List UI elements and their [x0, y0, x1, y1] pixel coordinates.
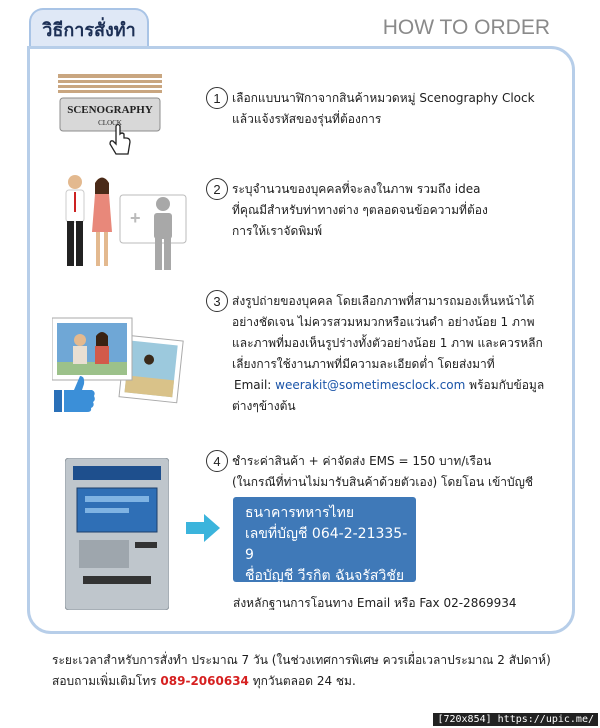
step-line: เลี่ยงการใช้งานภาพที่มีความละเอียดต่ำ โด…: [232, 357, 495, 371]
phone-number[interactable]: 089-2060634: [160, 674, 249, 688]
contact-line: สอบถามเพิ่มเติมโทร 089-2060634 ทุกวันตลอ…: [52, 671, 572, 692]
thumbs-up-icon: [54, 376, 95, 412]
step-line: ระบุจำนวนของบุคคลที่จะลงในภาพ รวมถึง ide…: [232, 182, 481, 196]
email-line: Email: weerakit@sometimesclock.com พร้อม…: [232, 375, 577, 396]
tab-title: วิธีการสั่งทำ: [42, 19, 136, 41]
step-text: ชำระค่าสินค้า + ค่าจัดส่ง EMS = 150 บาท/…: [232, 451, 562, 493]
email-label: Email:: [234, 378, 272, 392]
sign-plate: [59, 97, 161, 132]
transfer-proof-note: ส่งหลักฐานการโอนทาง Email หรือ Fax 02-28…: [233, 596, 517, 610]
step-text: เลือกแบบนาฬิกาจากสินค้าหมวดหมู่ Scenogra…: [232, 88, 562, 130]
step-number: 4: [206, 450, 228, 472]
screen-line: [85, 508, 129, 513]
step-text: ส่งรูปถ่ายของบุคคล โดยเลือกภาพที่สามารถม…: [232, 291, 577, 417]
screen-line: [85, 496, 149, 502]
step-line: ส่งรูปถ่ายของบุคคล โดยเลือกภาพที่สามารถม…: [232, 294, 535, 308]
placeholder-person-icon: [154, 197, 172, 270]
step-number: 1: [206, 87, 228, 109]
woman-figure: [92, 177, 112, 266]
photo-front: [52, 317, 133, 381]
atm-top-strip: [73, 466, 161, 480]
step-line: อย่างชัดเจน ไม่ควรสวมหมวกหรือแว่นดำ อย่า…: [232, 315, 535, 329]
watermark: [720x854] https://upic.me/: [433, 713, 598, 726]
hand-cursor-icon: [109, 123, 131, 155]
atm-body: [65, 458, 169, 610]
step-line: เลือกแบบนาฬิกาจากสินค้าหมวดหมู่ Scenogra…: [232, 91, 535, 105]
how-to-order-heading: HOW TO ORDER: [382, 16, 550, 39]
scenography-sign-illustration: SCENOGRAPHY CLOCK: [58, 74, 162, 155]
step-line: (ในกรณีที่ท่านไม่มารับสินค้าด้วยตัวเอง) …: [232, 475, 534, 489]
atm-keypad: [79, 540, 129, 568]
step-text: ระบุจำนวนของบุคคลที่จะลงในภาพ รวมถึง ide…: [232, 179, 562, 242]
bank-account-name: ชื่อบัญชี วีรกิต ฉันจรัสวิชัย: [245, 568, 405, 584]
atm-cash-slot: [83, 576, 151, 584]
arrow-right-icon: [186, 514, 220, 542]
photo-back: [118, 334, 184, 404]
stripe: [58, 74, 162, 78]
bank-name: ธนาคารทหารไทย: [245, 505, 355, 521]
bank-account-number: เลขที่บัญชี 064-2-21335-9: [245, 526, 408, 563]
footer-notes: ระยะเวลาสำหรับการสั่งทำ ประมาณ 7 วัน (ใน…: [52, 650, 572, 692]
step-line: การให้เราจัดพิมพ์: [232, 224, 323, 238]
plus-icon: +: [130, 208, 141, 228]
contact-prefix: สอบถามเพิ่มเติมโทร: [52, 674, 157, 688]
people-illustration: +: [65, 175, 187, 270]
email-suffix: พร้อมกับข้อมูล: [469, 378, 545, 392]
step-number: 2: [206, 178, 228, 200]
atm-card-slot: [135, 542, 157, 548]
step-line: ที่คุณมีสำหรับท่าทางต่าง ๆตลอดจนข้อความท…: [232, 203, 488, 217]
step-number: 3: [206, 290, 228, 312]
sign-text-top: SCENOGRAPHY: [67, 104, 153, 116]
stripe: [58, 80, 162, 83]
step-line: ต่างๆข้างต้น: [232, 399, 296, 413]
bank-account-box: ธนาคารทหารไทย เลขที่บัญชี 064-2-21335-9 …: [233, 497, 416, 584]
atm-illustration: [65, 458, 169, 610]
step-line: ชำระค่าสินค้า + ค่าจัดส่ง EMS = 150 บาท/…: [232, 454, 492, 468]
lead-time-note: ระยะเวลาสำหรับการสั่งทำ ประมาณ 7 วัน (ใน…: [52, 653, 551, 667]
step-line: แล้วแจ้งรหัสของรุ่นที่ต้องการ: [232, 112, 382, 126]
photos-illustration: [52, 317, 184, 412]
sign-text-bottom: CLOCK: [98, 119, 122, 127]
contact-suffix: ทุกวันตลอด 24 ชม.: [252, 674, 356, 688]
stripe: [58, 90, 162, 93]
step-line: และภาพที่มองเห็นรูปร่างทั้งตัวอย่างน้อย …: [232, 336, 543, 350]
email-link[interactable]: weerakit@sometimesclock.com: [275, 378, 466, 392]
man-figure: [65, 175, 85, 266]
stripe: [58, 85, 162, 88]
order-tab: วิธีการสั่งทำ: [29, 8, 149, 48]
